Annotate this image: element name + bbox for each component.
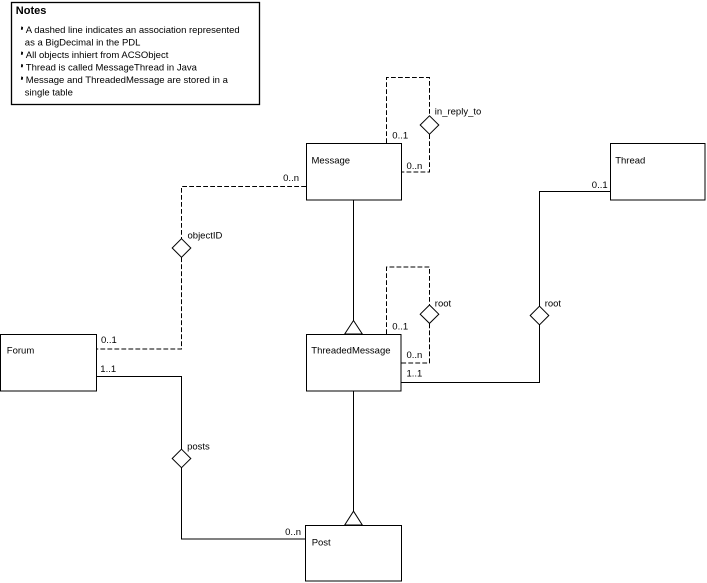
- svg-text:All objects inhiert from ACSOb: All objects inhiert from ACSObject: [26, 50, 169, 61]
- svg-text:posts: posts: [187, 442, 210, 453]
- svg-text:1..1: 1..1: [407, 369, 423, 380]
- svg-text:single table: single table: [25, 88, 73, 99]
- svg-text:Forum: Forum: [7, 345, 35, 356]
- svg-text:0..1: 0..1: [592, 180, 608, 191]
- svg-text:A dashed line indicates an ass: A dashed line indicates an association r…: [26, 25, 240, 36]
- svg-text:Notes: Notes: [16, 5, 47, 17]
- svg-text:Thread is called MessageThread: Thread is called MessageThread in Java: [26, 63, 198, 74]
- svg-text:0..n: 0..n: [285, 527, 301, 538]
- svg-text:root: root: [435, 299, 452, 310]
- svg-text:0..n: 0..n: [407, 350, 423, 361]
- svg-text:root: root: [545, 299, 562, 310]
- svg-text:Message: Message: [312, 155, 351, 166]
- svg-text:1..1: 1..1: [100, 364, 116, 375]
- svg-text:objectID: objectID: [188, 231, 223, 242]
- svg-text:in_reply_to: in_reply_to: [435, 106, 481, 117]
- svg-text:Message and ThreadedMessage ar: Message and ThreadedMessage are stored i…: [26, 75, 229, 86]
- svg-text:Thread: Thread: [615, 155, 645, 166]
- svg-text:0..1: 0..1: [392, 322, 408, 333]
- svg-text:as a BigDecimal in the PDL: as a BigDecimal in the PDL: [25, 38, 141, 49]
- svg-text:0..n: 0..n: [283, 173, 299, 184]
- svg-text:Post: Post: [312, 537, 331, 548]
- svg-text:ThreadedMessage: ThreadedMessage: [311, 345, 390, 356]
- svg-text:0..1: 0..1: [392, 130, 408, 141]
- svg-text:0..n: 0..n: [407, 161, 423, 172]
- svg-text:0..1: 0..1: [101, 335, 117, 346]
